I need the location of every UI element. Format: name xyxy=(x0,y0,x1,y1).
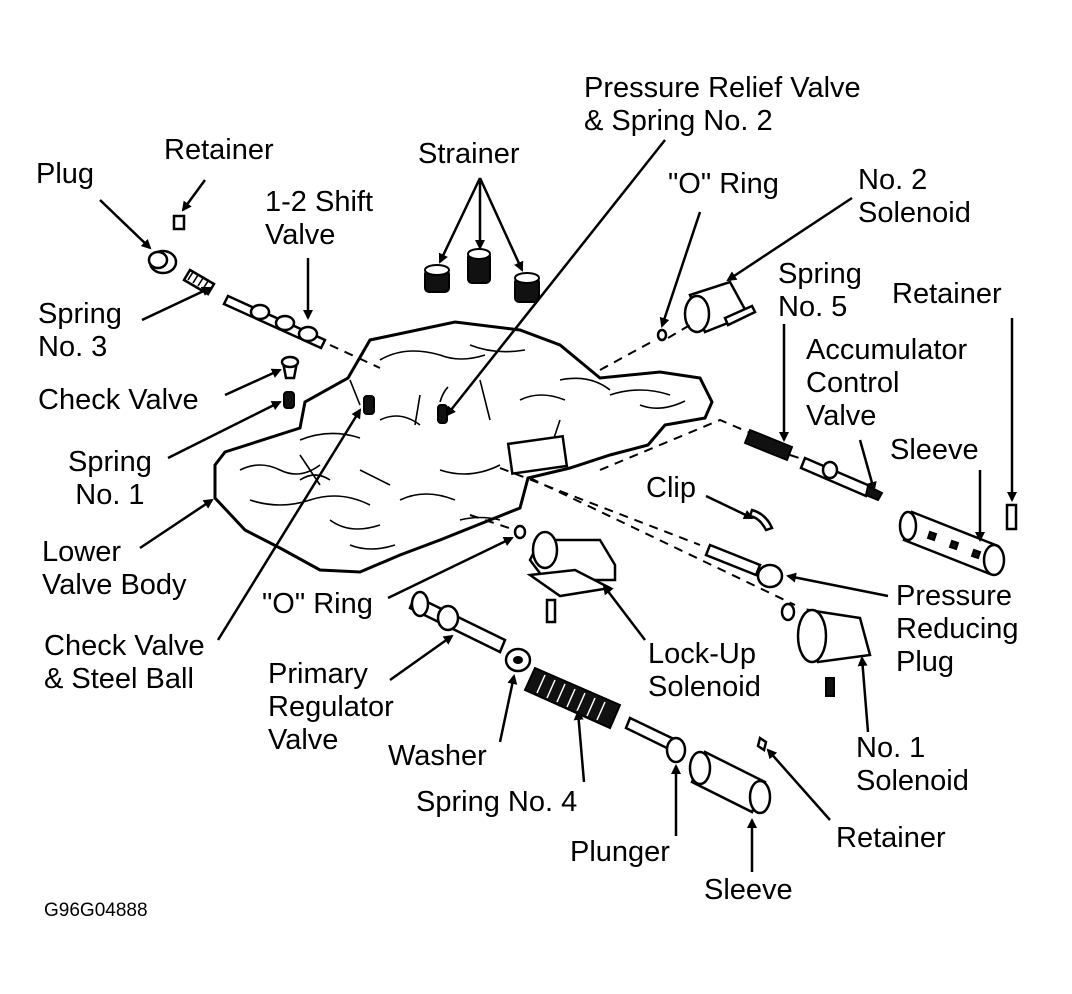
spring-no4-part xyxy=(523,666,622,730)
plug-part xyxy=(147,249,178,275)
spring-no5-part xyxy=(743,428,794,462)
label-strainer: Strainer xyxy=(418,138,520,170)
label-washer: Washer xyxy=(388,740,487,772)
sleeve-right-part xyxy=(898,510,1006,577)
leader-arrows xyxy=(99,139,1017,872)
retainer-bottom-part xyxy=(756,735,768,753)
label-spring-no4: Spring No. 4 xyxy=(416,786,578,818)
no1-solenoid-part xyxy=(780,602,872,697)
label-clip: Clip xyxy=(646,472,696,504)
label-retainer-bottom: Retainer xyxy=(836,822,946,854)
lower-valve-body xyxy=(213,320,714,574)
label-retainer-right: Retainer xyxy=(892,278,1002,310)
label-plug: Plug xyxy=(36,158,95,190)
spring-no1-part xyxy=(283,391,295,409)
label-spring-no1: Spring No. 1 xyxy=(68,446,152,511)
label-shift-valve: 1-2 Shift Valve xyxy=(265,186,373,251)
label-spring-no5: Spring No. 5 xyxy=(778,258,862,323)
label-o-ring-bottom: "O" Ring xyxy=(262,588,373,620)
washer-part xyxy=(504,647,532,673)
parts-upper-left xyxy=(147,214,449,424)
label-no1-solenoid: No. 1 Solenoid xyxy=(856,732,969,797)
label-spring-no3: Spring No. 3 xyxy=(38,298,122,363)
no2-solenoid-part xyxy=(683,280,757,334)
label-lockup-solenoid: Lock-Up Solenoid xyxy=(648,638,761,703)
lockup-solenoid-part xyxy=(526,530,617,624)
strainer-parts xyxy=(424,248,540,303)
label-sleeve-bottom: Sleeve xyxy=(704,874,793,906)
plunger-part xyxy=(624,716,687,764)
primary-regulator-part xyxy=(408,590,507,654)
pressure-reducing-plug-part xyxy=(704,543,784,589)
clip-part xyxy=(748,508,774,532)
label-pressure-relief: Pressure Relief Valve & Spring No. 2 xyxy=(584,72,861,137)
pressure-relief-part xyxy=(437,386,449,424)
figure-code: G96G04888 xyxy=(44,900,148,921)
label-o-ring-top: "O" Ring xyxy=(668,168,779,200)
label-check-valve: Check Valve xyxy=(38,384,199,416)
o-ring-bottom-part xyxy=(513,524,527,540)
sleeve-bottom-part xyxy=(688,750,772,815)
label-sleeve-right: Sleeve xyxy=(890,434,979,466)
spring-no3-part xyxy=(182,268,216,296)
label-lower-valve-body: Lower Valve Body xyxy=(42,536,187,601)
retainer-right-part xyxy=(1005,503,1018,531)
label-retainer-top: Retainer xyxy=(164,134,274,166)
label-primary-regulator: Primary Regulator Valve xyxy=(268,658,394,756)
check-valve-part xyxy=(280,355,300,380)
retainer-part xyxy=(172,214,186,231)
check-valve-ball-part xyxy=(363,395,375,415)
label-accumulator: Accumulator Control Valve xyxy=(806,334,968,432)
shift-valve-part xyxy=(222,294,327,350)
label-plunger: Plunger xyxy=(570,836,670,868)
parts-upper-right xyxy=(656,280,1018,697)
label-pressure-reducing: Pressure Reducing Plug xyxy=(896,580,1019,678)
label-no2-solenoid: No. 2 Solenoid xyxy=(858,164,971,229)
parts-lower xyxy=(408,524,772,815)
o-ring-top-part xyxy=(656,328,668,342)
alignment-lines xyxy=(329,324,806,606)
label-check-valve-ball: Check Valve & Steel Ball xyxy=(44,630,205,695)
